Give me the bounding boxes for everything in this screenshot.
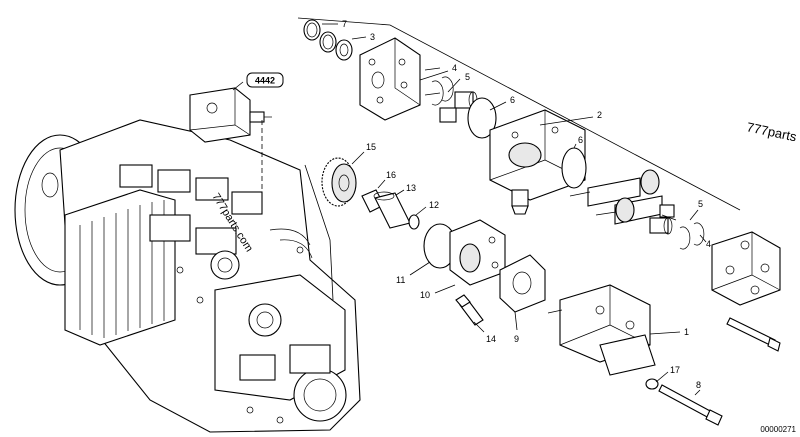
snap-rings-lower bbox=[679, 222, 705, 250]
long-bolt bbox=[658, 384, 723, 426]
snap-rings-top bbox=[431, 76, 454, 106]
group-bracket-lines bbox=[297, 17, 741, 211]
label-part-12: 12 bbox=[429, 200, 439, 210]
washer bbox=[645, 378, 659, 390]
label-part-16: 16 bbox=[386, 170, 396, 180]
drawing-code: 00000271 bbox=[760, 425, 796, 434]
label-part-4-lower: 4 bbox=[706, 239, 711, 249]
reference-pump bbox=[189, 81, 272, 215]
leader-lines bbox=[322, 23, 707, 396]
o-ring-upper bbox=[467, 97, 497, 139]
label-part-11: 11 bbox=[396, 275, 405, 285]
svg-text:4442: 4442 bbox=[255, 76, 275, 86]
label-part-17: 17 bbox=[670, 365, 680, 375]
label-part-9: 9 bbox=[514, 334, 519, 344]
gasket bbox=[499, 254, 546, 313]
label-part-14: 14 bbox=[486, 334, 496, 344]
seal-rings bbox=[303, 19, 353, 61]
label-part-7: 7 bbox=[342, 19, 347, 29]
o-ring-middle bbox=[561, 147, 587, 189]
sleeve bbox=[373, 191, 411, 229]
label-part-6-middle: 6 bbox=[578, 135, 583, 145]
pump-housing-upper bbox=[489, 109, 586, 215]
seal-ring-small bbox=[408, 214, 420, 230]
label-part-2: 2 bbox=[597, 110, 602, 120]
reference-box-4442[interactable]: 4442 bbox=[246, 72, 284, 88]
dowel-pins bbox=[424, 67, 441, 96]
hex-bolt-14 bbox=[455, 294, 484, 326]
drive-gear bbox=[321, 157, 357, 207]
label-part-5-top: 5 bbox=[465, 72, 470, 82]
watermark-right: 777parts bbox=[745, 119, 798, 144]
label-part-6-top: 6 bbox=[510, 95, 515, 105]
label-part-5-lower: 5 bbox=[698, 199, 703, 209]
end-cover-block bbox=[711, 231, 781, 306]
cover-plate bbox=[359, 37, 421, 121]
label-part-1: 1 bbox=[684, 327, 689, 337]
label-part-15: 15 bbox=[366, 142, 376, 152]
long-bolt-upper bbox=[726, 317, 781, 352]
label-part-4-top: 4 bbox=[452, 63, 457, 73]
label-part-3: 3 bbox=[370, 32, 375, 42]
label-part-10: 10 bbox=[420, 290, 430, 300]
transmission-assembly bbox=[14, 119, 361, 433]
gear-pump bbox=[547, 284, 656, 376]
mounting-flange bbox=[449, 219, 506, 286]
bearing-bushes bbox=[439, 91, 478, 123]
label-part-13: 13 bbox=[406, 183, 416, 193]
label-part-8: 8 bbox=[696, 380, 701, 390]
gear-shafts bbox=[569, 169, 663, 225]
part-number-labels: 7 3 4 5 6 2 6 5 4 15 16 13 12 11 10 9 1 … bbox=[342, 19, 711, 390]
